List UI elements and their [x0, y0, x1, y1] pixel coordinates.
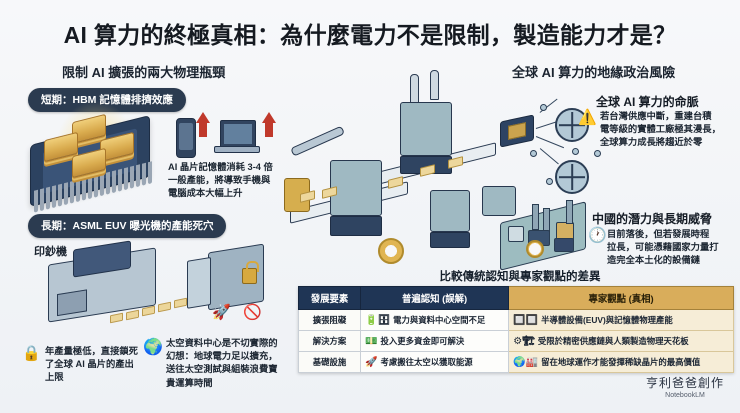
warning-icon: ⚠️ [578, 109, 597, 126]
column-header-factor: 發展要素 [298, 286, 361, 310]
page-title: AI 算力的終極真相：為什麼電力不是限制，製造能力才是？ [63, 22, 677, 48]
footer: 亨利爸爸創作 NotebookLM [646, 374, 724, 399]
column-header-truth: 專家觀點 (真相) [508, 286, 734, 310]
table-row: 解決方案 💵投入更多資金即可解決 ⚙🏗受限於精密供應鏈與人類製造物理天花板 [298, 330, 734, 352]
globe-icon [555, 108, 589, 142]
lock-description: 年產量極低，直接鎖死 了全球 AI 晶片的產出 上限 [45, 346, 138, 383]
factory-machine [330, 160, 382, 216]
china-threat-description: 目前落後，但若發展時程 拉長，可能憑藉國家力量打 造完全本土化的設備鏈 [607, 229, 719, 266]
lifeline-title: 全球 AI 算力的命脈 [596, 95, 699, 109]
network-node [594, 150, 601, 157]
bill [174, 297, 187, 309]
globe-icon [555, 160, 589, 194]
cell-common-text: 電力與資料中心空間不足 [393, 315, 486, 325]
chip-icon [500, 114, 534, 148]
factory-machine [400, 102, 452, 156]
network-node [530, 150, 537, 157]
money-icon: 💵 [365, 336, 378, 347]
no-space-icon: 🚫 [243, 304, 262, 321]
column-header-common: 普遍認知 (誤解) [359, 286, 510, 310]
lifeline-description: 若台灣供應中斷，重建台積 電等級的實體工廠極其漫長， 全球算力成長將趨近於零 [600, 111, 721, 148]
laptop-icon [220, 120, 256, 148]
hbm-description: AI 晶片記憶體消耗 3-4 倍 一般產能，將導致手機與 電腦成本大幅上升 [168, 162, 273, 199]
table-row: 基礎設施 🚀考慮搬往太空以獲取能源 🌍🏭留在地球運作才能發揮稀缺晶片的最高價值 [298, 351, 734, 373]
china-threat-title: 中國的潛力與長期威脅 [592, 212, 713, 226]
output-bin [482, 186, 516, 216]
bill [158, 301, 171, 313]
chip-icon: 🔲🔲 [513, 315, 539, 326]
table-title: 比較傳統認知與專家觀點的差異 [439, 271, 601, 283]
network-node [540, 104, 547, 111]
cell-common: 🚀考慮搬往太空以獲取能源 [359, 351, 510, 373]
cell-common: 🔋🗄電力與資料中心空間不足 [359, 309, 510, 331]
globe-icon: 🌍 [143, 339, 163, 356]
storage-tank [508, 226, 524, 242]
gear-icon [378, 238, 404, 264]
network-node [572, 148, 579, 155]
factory-block [554, 238, 574, 252]
console-base [430, 232, 470, 248]
author-signature: 亨利爸爸創作 [645, 376, 724, 390]
cell-truth-text: 半導體設備(EUV)與記憶體物理產能 [541, 315, 673, 325]
cell-truth: ⚙🏗受限於精密供應鏈與人類製造物理天花板 [508, 330, 734, 352]
cell-common-text: 投入更多資金即可解決 [380, 336, 465, 346]
cell-truth-text: 受限於精密供應鏈與人類製造物理天花板 [537, 336, 689, 346]
up-arrow-icon [262, 112, 276, 137]
laptop-base [214, 146, 260, 153]
cell-truth-text: 留在地球運作才能發揮稀缺晶片的最高價值 [541, 357, 701, 367]
cell-common: 💵投入更多資金即可解決 [359, 330, 510, 352]
space-datacenter-description: 太空資料中心是不切實際的 幻想：地球電力足以擴充， 送往太空測試與組裝浪費寶 貴… [166, 338, 278, 388]
machine-tube [430, 70, 439, 100]
table-row: 擴張阻礙 🔋🗄電力與資料中心空間不足 🔲🔲半導體設備(EUV)與記憶體物理產能 [298, 309, 734, 331]
network-link [539, 148, 559, 165]
machine-tube [410, 74, 419, 104]
rocket-icon: 🚀 [365, 357, 378, 368]
cell-factor: 擴張阻礙 [298, 309, 361, 331]
smokestack [543, 208, 550, 232]
smokestack [566, 200, 573, 224]
lock-icon [242, 261, 259, 284]
cell-common-text: 考慮搬往太空以獲取能源 [380, 357, 473, 367]
table-header-row: 發展要素 普遍認知 (誤解) 專家觀點 (真相) [298, 286, 734, 310]
rocket-icon: 🚀 [212, 304, 231, 321]
phone-icon [176, 118, 196, 158]
network-link [535, 136, 565, 149]
bill [126, 309, 139, 321]
cell-factor: 解決方案 [298, 330, 361, 352]
source-badge: NotebookLM [665, 392, 705, 399]
robot-arm [290, 125, 345, 157]
cell-factor: 基礎設施 [298, 351, 361, 373]
clock-icon: 🕐 [588, 227, 607, 244]
cell-truth: 🔲🔲半導體設備(EUV)與記憶體物理產能 [508, 309, 734, 331]
machine-base [330, 216, 382, 236]
right-section-heading: 全球 AI 算力的地緣政治風險 [512, 65, 676, 80]
network-node [546, 178, 553, 185]
battery-icon: 🔋🗄 [365, 315, 391, 326]
gear-icon [526, 240, 544, 258]
comparison-table: 發展要素 普遍認知 (誤解) 專家觀點 (真相) 擴張阻礙 🔋🗄電力與資料中心空… [298, 286, 734, 373]
printer-label: 印鈔機 [34, 246, 67, 258]
badge-long-term: 長期：ASML EUV 曝光機的產能死穴 [28, 214, 227, 238]
bill [142, 305, 155, 317]
smokestack [532, 204, 539, 230]
gear-icon: ⚙🏗 [513, 336, 535, 347]
lock-icon: 🔒 [22, 345, 41, 362]
globe-icon: 🌍🏭 [513, 357, 539, 368]
control-console [430, 190, 470, 232]
cell-truth: 🌍🏭留在地球運作才能發揮稀缺晶片的最高價值 [508, 351, 734, 373]
left-section-heading: 限制 AI 擴張的兩大物理瓶頸 [62, 65, 226, 80]
bill [110, 312, 123, 324]
up-arrow-icon [196, 112, 210, 137]
